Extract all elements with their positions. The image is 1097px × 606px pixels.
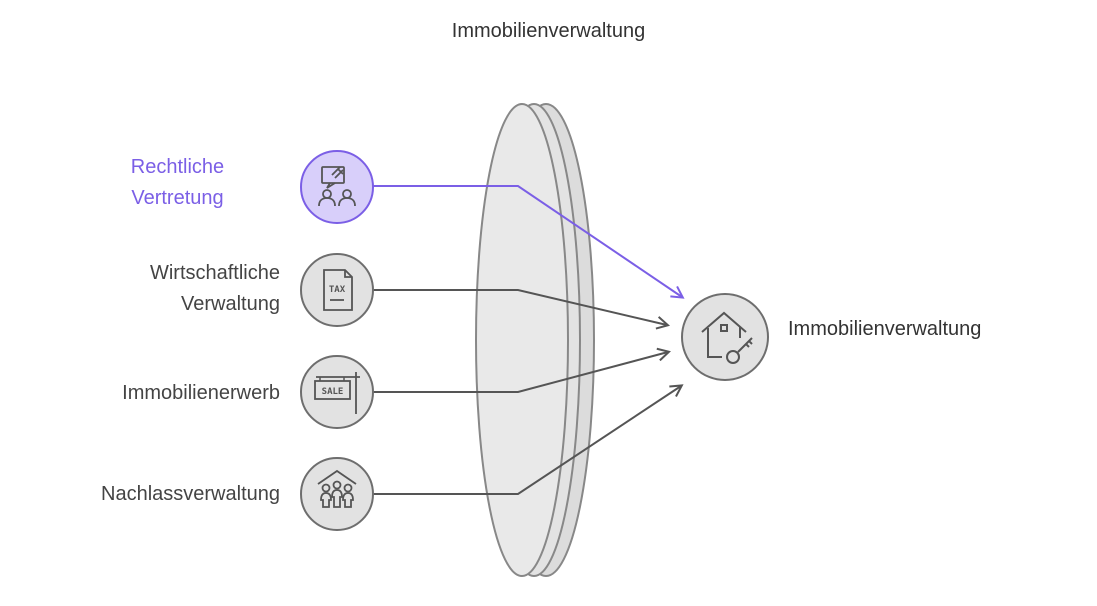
label-immobilienerwerb: Immobilienerwerb [122, 378, 280, 409]
output-label: Immobilienverwaltung [788, 318, 982, 340]
node-immobilienerwerb[interactable]: SALE [300, 355, 374, 429]
label-line: Vertretung [131, 187, 224, 209]
node-immobilienverwaltung-output[interactable] [681, 293, 769, 381]
connector-rechtliche [373, 185, 682, 297]
tax-icon-text: TAX [329, 285, 346, 295]
label-line: Immobilienerwerb [122, 382, 280, 404]
node-rechtliche-vertretung[interactable] [300, 150, 374, 224]
connector-nachlass [373, 386, 681, 495]
sale-sign-icon: SALE [314, 372, 360, 414]
node-wirtschaftliche-verwaltung[interactable]: TAX [300, 253, 374, 327]
label-line: Nachlassverwaltung [101, 483, 280, 505]
label-line: Rechtliche [130, 156, 225, 178]
diagram-title: Immobilienverwaltung [451, 20, 646, 42]
legal-consultation-icon [318, 166, 356, 207]
tax-document-icon: TAX [323, 269, 353, 311]
label-line: Wirtschaftliche [149, 262, 280, 284]
connector-immobilienerwerb [373, 352, 668, 393]
sale-icon-text: SALE [322, 387, 344, 397]
label-line: Verwaltung [181, 293, 280, 315]
label-nachlassverwaltung: Nachlassverwaltung [101, 479, 280, 510]
label-rechtliche-vertretung: Rechtliche Vertretung [110, 152, 245, 214]
connector-wirtschaftliche [373, 289, 667, 325]
label-wirtschaftliche-verwaltung: Wirtschaftliche Verwaltung [150, 258, 280, 320]
family-house-icon [317, 469, 357, 508]
node-nachlassverwaltung[interactable] [300, 457, 374, 531]
lens-shape [475, 103, 595, 577]
house-key-icon [701, 311, 753, 364]
